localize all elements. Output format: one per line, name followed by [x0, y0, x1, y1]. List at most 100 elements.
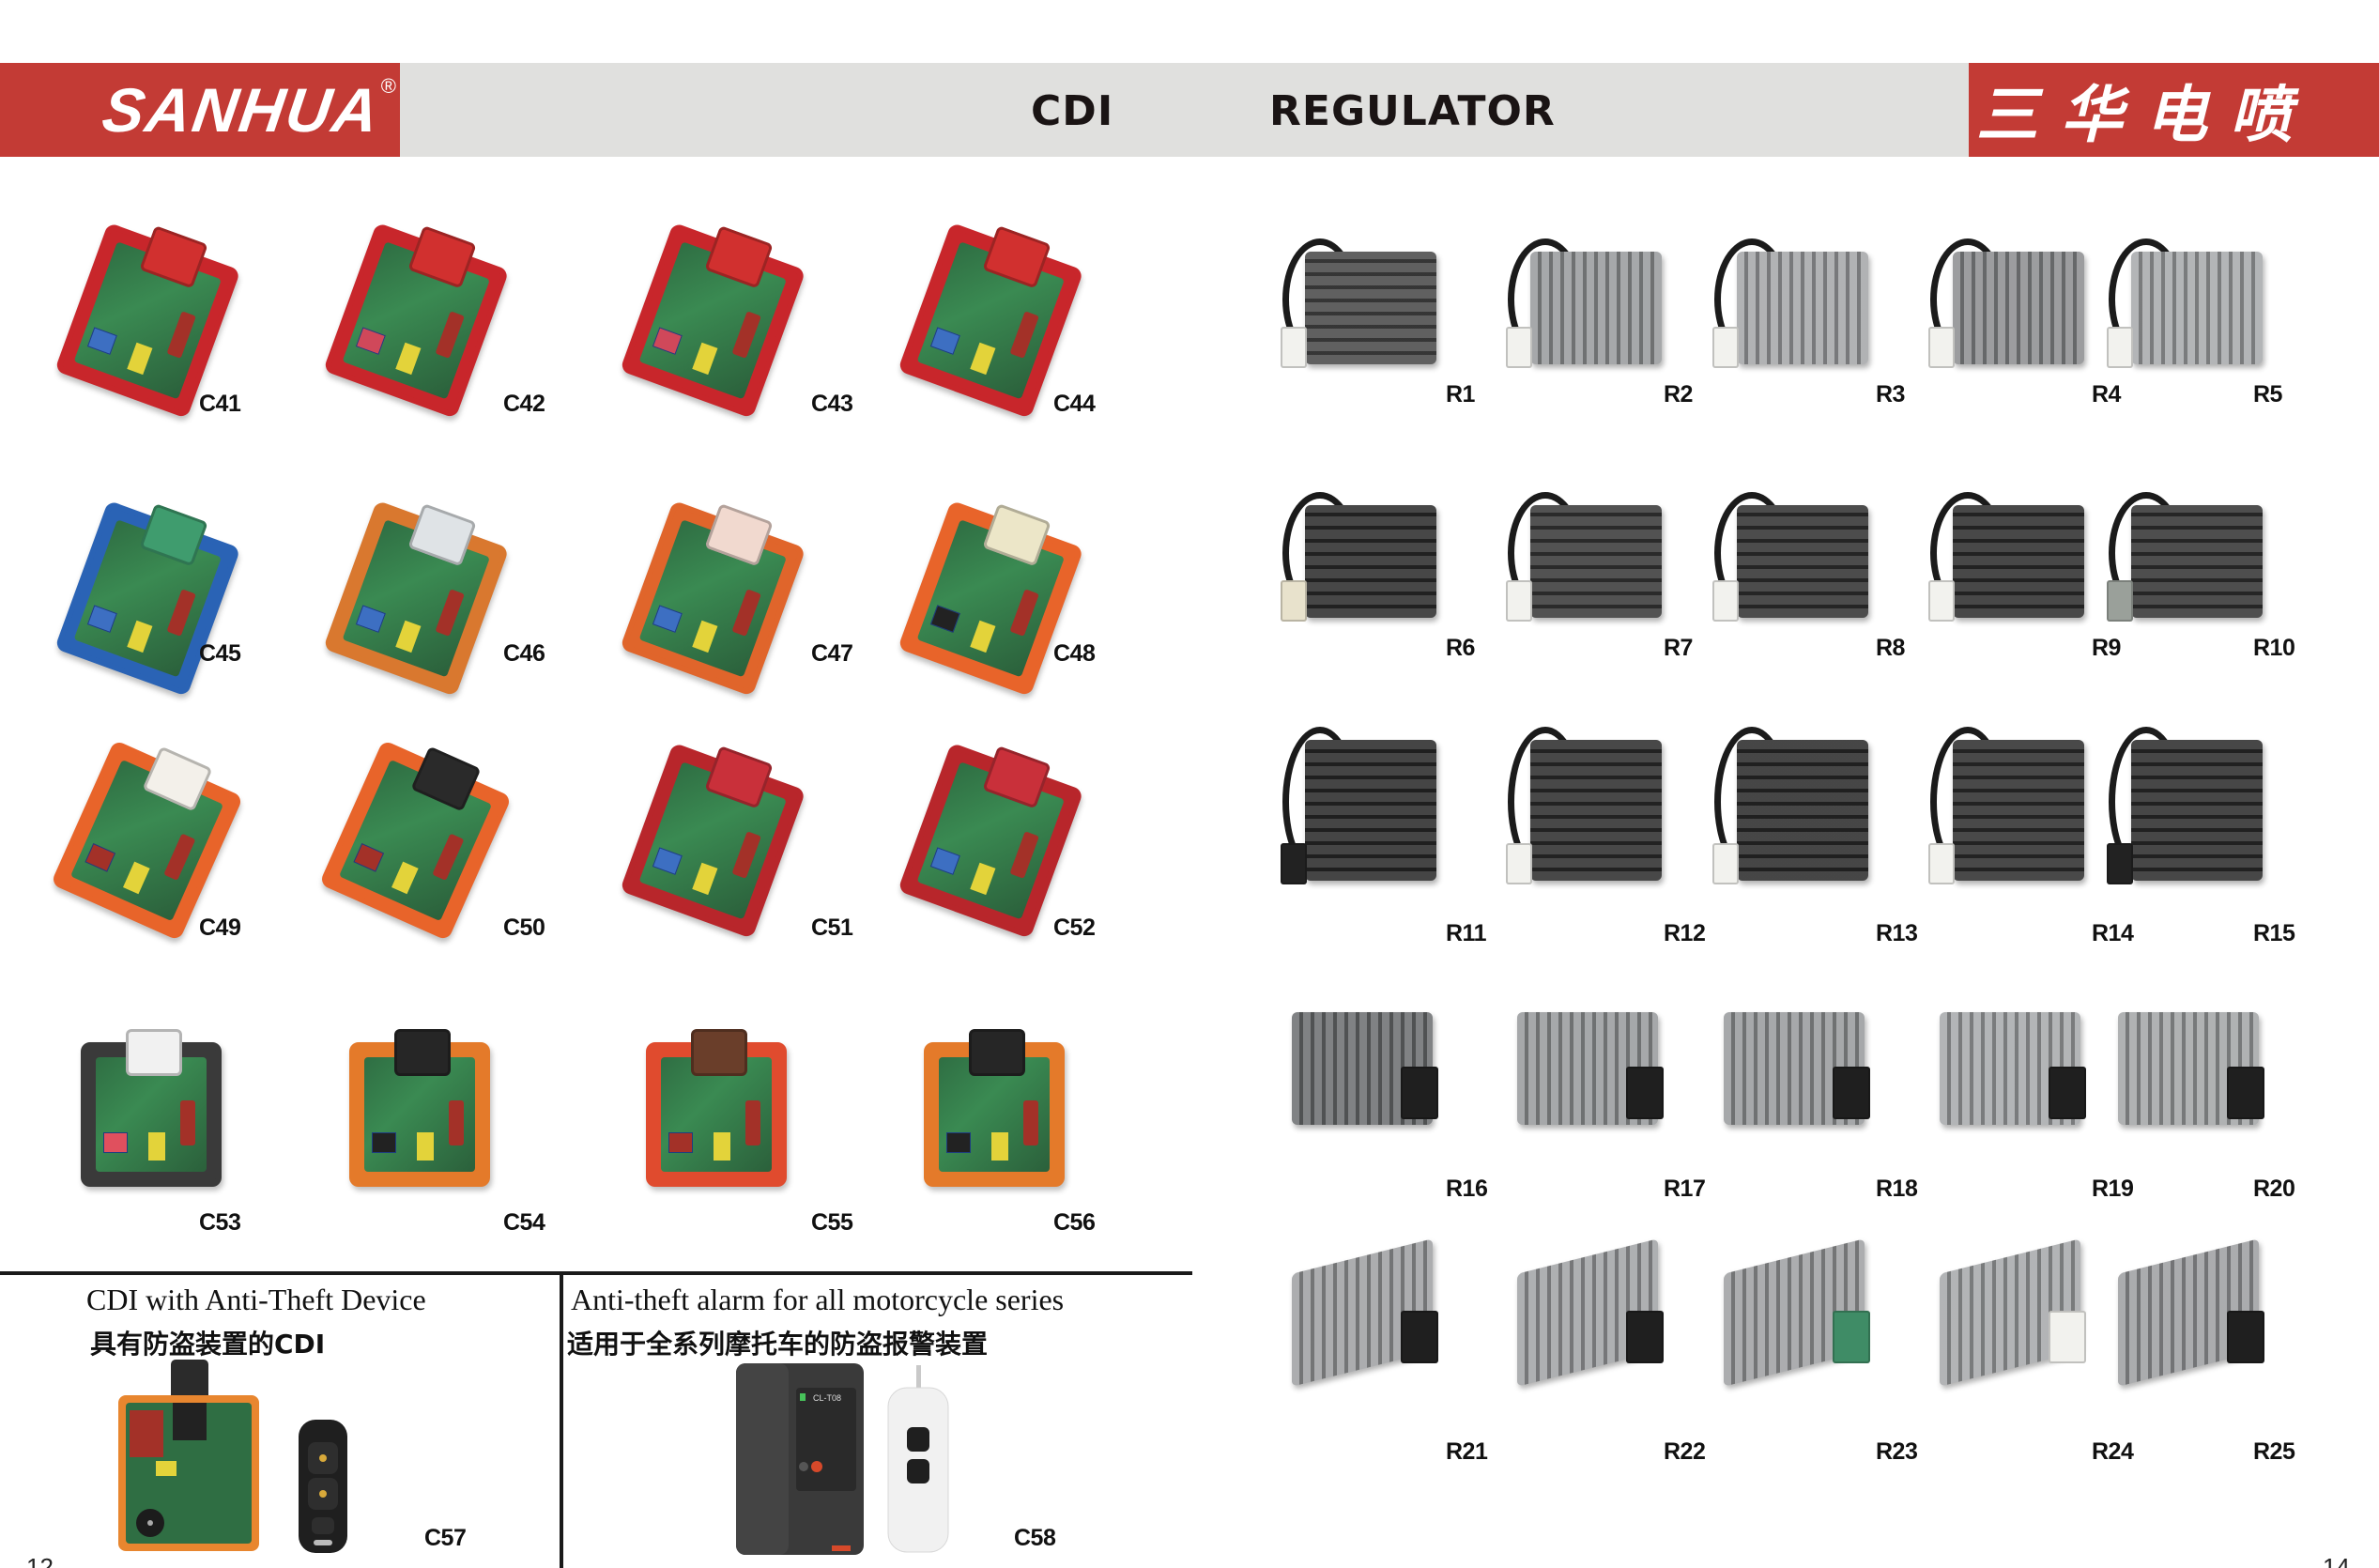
product-code: C50 [503, 915, 545, 941]
product-code: R14 [2092, 920, 2134, 946]
heatsink-body [1530, 252, 1662, 364]
product-code: C56 [1053, 1209, 1096, 1236]
heatsink-body [1953, 252, 2084, 364]
product-code: R22 [1664, 1438, 1706, 1465]
product-code: R4 [2092, 381, 2121, 407]
cdi-case [323, 500, 510, 697]
brand-chinese-name: 三华电喷 [1976, 79, 2314, 151]
product-code: R3 [1876, 381, 1905, 407]
cooling-fins [1737, 505, 1868, 618]
product-code: C49 [199, 915, 241, 941]
regulator-unit-icon [1709, 995, 1896, 1136]
heatsink-body [2131, 252, 2263, 364]
connector-plug [1506, 327, 1532, 368]
alarm-remote-icon [887, 1365, 949, 1553]
connector-plug [1928, 327, 1955, 368]
car-key-remote-icon [299, 1420, 347, 1553]
regulator-unit-icon [2103, 995, 2291, 1136]
connector-plug [1712, 580, 1739, 622]
product-code: R10 [2253, 635, 2295, 661]
dip-switch [668, 1132, 693, 1153]
connector-plug [394, 1029, 451, 1076]
cdi-case [54, 222, 241, 419]
regulator-unit-icon [1709, 488, 1896, 629]
product-code: R6 [1446, 635, 1475, 661]
cdi-case [349, 1029, 490, 1187]
transformer [148, 1132, 165, 1161]
connector-plug [1401, 1067, 1438, 1119]
product-code: R12 [1664, 920, 1706, 946]
cdi-unit-icon [50, 721, 252, 942]
cooling-fins [1953, 505, 2084, 618]
product-code: C55 [811, 1209, 853, 1236]
cooling-fins [2131, 505, 2263, 618]
connector-plug [126, 1029, 182, 1076]
regulator-unit-icon [2103, 1238, 2291, 1387]
cdi-unit-icon [323, 481, 516, 697]
capacitor [1023, 1100, 1038, 1145]
regulator-unit-icon [1277, 995, 1465, 1136]
regulator-unit-icon [1709, 1238, 1896, 1387]
capacitor [180, 1100, 195, 1145]
cdi-with-antitheft-icon [118, 1360, 259, 1551]
page-number-right: 14 [2323, 1553, 2350, 1568]
anti-theft-cdi-title-en: CDI with Anti-Theft Device [86, 1283, 426, 1316]
product-code: C44 [1053, 391, 1096, 417]
product-code: R21 [1446, 1438, 1488, 1465]
anti-theft-cdi-title-cn: 具有防盗装置的CDI [90, 1329, 326, 1360]
cdi-case [898, 742, 1084, 939]
cdi-unit-icon [646, 1022, 787, 1187]
product-code: C41 [199, 391, 241, 417]
cdi-unit-icon [318, 721, 520, 942]
connector-plug [2049, 1067, 2086, 1119]
cdi-unit-icon [924, 1022, 1065, 1187]
connector-plug [1626, 1067, 1664, 1119]
regulator-unit-icon [1502, 1238, 1690, 1387]
cdi-unit-icon [54, 203, 248, 419]
cdi-case [318, 739, 513, 942]
section-title-regulator: REGULATOR [1269, 87, 1556, 135]
heatsink-body [1737, 252, 1868, 364]
product-code: C48 [1053, 640, 1096, 667]
connector-plug [1833, 1311, 1870, 1363]
anti-theft-alarm-title-en: Anti-theft alarm for all motorcycle seri… [571, 1283, 1065, 1316]
regulator-unit-icon [2103, 723, 2291, 892]
connector-plug [1928, 843, 1955, 884]
cdi-case [898, 222, 1084, 419]
regulator-unit-icon [1277, 723, 1465, 892]
cooling-fins [1737, 252, 1868, 364]
connector-plug [1712, 843, 1739, 884]
connector-plug [1506, 843, 1532, 884]
capacitor [449, 1100, 464, 1145]
product-code-c58: C58 [1014, 1525, 1056, 1551]
product-code: C45 [199, 640, 241, 667]
dip-switch [103, 1132, 128, 1153]
cooling-fins [1737, 740, 1868, 881]
cdi-unit-icon [898, 723, 1091, 939]
connector-plug [1281, 580, 1307, 622]
regulator-unit-icon [1925, 723, 2112, 892]
product-code: C54 [503, 1209, 545, 1236]
cooling-fins [1305, 252, 1436, 364]
section-title-cdi: CDI [1031, 87, 1114, 135]
anti-theft-alarm-title-cn: 适用于全系列摩托车的防盗报警装置 [567, 1329, 989, 1360]
cooling-fins [2131, 252, 2263, 364]
cdi-unit-icon [620, 203, 813, 419]
product-code: R5 [2253, 381, 2282, 407]
connector-plug [2107, 843, 2133, 884]
product-code: C51 [811, 915, 853, 941]
registered-mark: ® [380, 74, 396, 98]
connector-plug [1626, 1311, 1664, 1363]
product-code-c57: C57 [424, 1525, 467, 1551]
cdi-case [620, 222, 806, 419]
cooling-fins [1305, 740, 1436, 881]
dip-switch [372, 1132, 396, 1153]
product-code: R24 [2092, 1438, 2134, 1465]
cdi-case [323, 222, 510, 419]
cooling-fins [2131, 740, 2263, 881]
product-image-c57-cdi [113, 1358, 263, 1555]
connector-plug [2107, 327, 2133, 368]
product-code: R9 [2092, 635, 2121, 661]
connector-plug [691, 1029, 747, 1076]
regulator-unit-icon [1709, 235, 1896, 376]
